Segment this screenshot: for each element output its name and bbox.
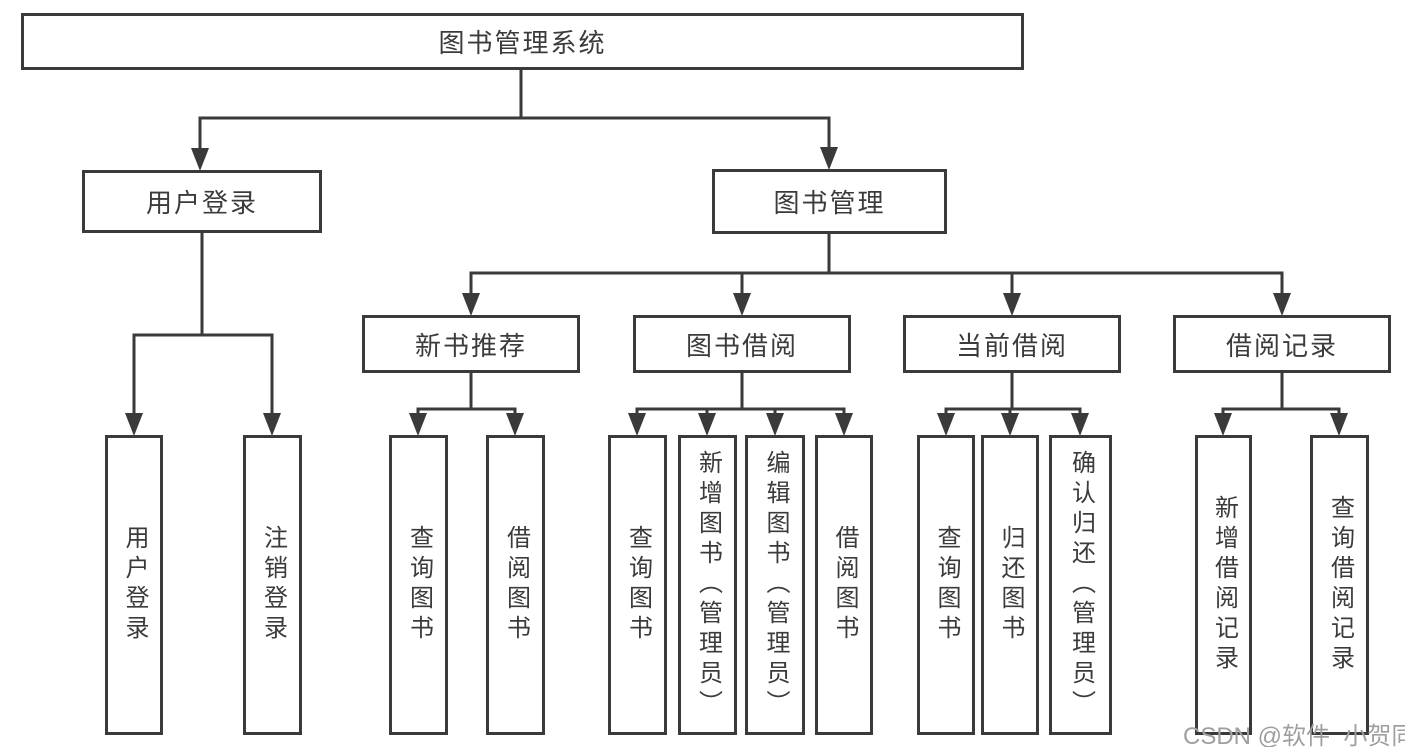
node-user-login: 用户登录 — [82, 170, 322, 233]
node-library-management-system: 图书管理系统 — [21, 13, 1024, 70]
node-confirm-return-admin: 确认归还（管理员） — [1049, 435, 1112, 735]
node-current-borrowing: 当前借阅 — [903, 315, 1121, 373]
node-query-borrow-record: 查询借阅记录 — [1310, 435, 1369, 735]
node-query-books-borrow-label: 查询图书 — [624, 525, 652, 645]
node-user-login-label: 用户登录 — [145, 188, 258, 218]
node-query-borrow-record-label: 查询借阅记录 — [1326, 495, 1354, 675]
node-user-login-leaf-label: 用户登录 — [121, 525, 148, 645]
node-logout: 注销登录 — [243, 435, 302, 735]
node-borrow-books-leaf-label: 借阅图书 — [831, 525, 858, 645]
node-borrowing-records-label: 借阅记录 — [1225, 330, 1338, 361]
node-add-books-admin: 新增图书（管理员） — [678, 435, 737, 735]
node-query-books-borrow: 查询图书 — [608, 435, 667, 735]
node-borrow-books-rec-label: 借阅图书 — [502, 525, 530, 645]
node-book-borrowing: 图书借阅 — [633, 315, 851, 373]
node-query-books-rec: 查询图书 — [389, 435, 448, 735]
node-add-borrow-record: 新增借阅记录 — [1195, 435, 1252, 735]
csdn-watermark: CSDN @软件_小贺同学 — [1183, 723, 1405, 747]
node-add-borrow-record-label: 新增借阅记录 — [1210, 495, 1238, 675]
node-new-book-recommendation-label: 新书推荐 — [414, 330, 527, 361]
node-confirm-return-admin-label: 确认归还（管理员） — [1067, 450, 1095, 720]
node-borrow-books-rec: 借阅图书 — [486, 435, 545, 735]
node-book-borrowing-label: 图书借阅 — [685, 330, 798, 361]
node-query-books-current-label: 查询图书 — [933, 525, 960, 645]
node-return-books: 归还图书 — [981, 435, 1039, 735]
node-logout-label: 注销登录 — [259, 525, 287, 645]
node-new-book-recommendation: 新书推荐 — [362, 315, 580, 373]
node-borrowing-records: 借阅记录 — [1173, 315, 1391, 373]
node-book-management: 图书管理 — [712, 169, 947, 234]
node-edit-books-admin: 编辑图书（管理员） — [745, 435, 805, 735]
node-user-login-leaf: 用户登录 — [105, 435, 163, 735]
node-edit-books-admin-label: 编辑图书（管理员） — [762, 450, 789, 720]
node-query-books-rec-label: 查询图书 — [405, 525, 433, 645]
node-library-management-system-label: 图书管理系统 — [438, 28, 607, 58]
node-borrow-books-leaf: 借阅图书 — [815, 435, 873, 735]
node-return-books-label: 归还图书 — [997, 525, 1024, 645]
node-query-books-current: 查询图书 — [917, 435, 975, 735]
node-current-borrowing-label: 当前借阅 — [955, 330, 1068, 361]
node-book-management-label: 图书管理 — [773, 188, 886, 218]
node-add-books-admin-label: 新增图书（管理员） — [694, 450, 722, 720]
